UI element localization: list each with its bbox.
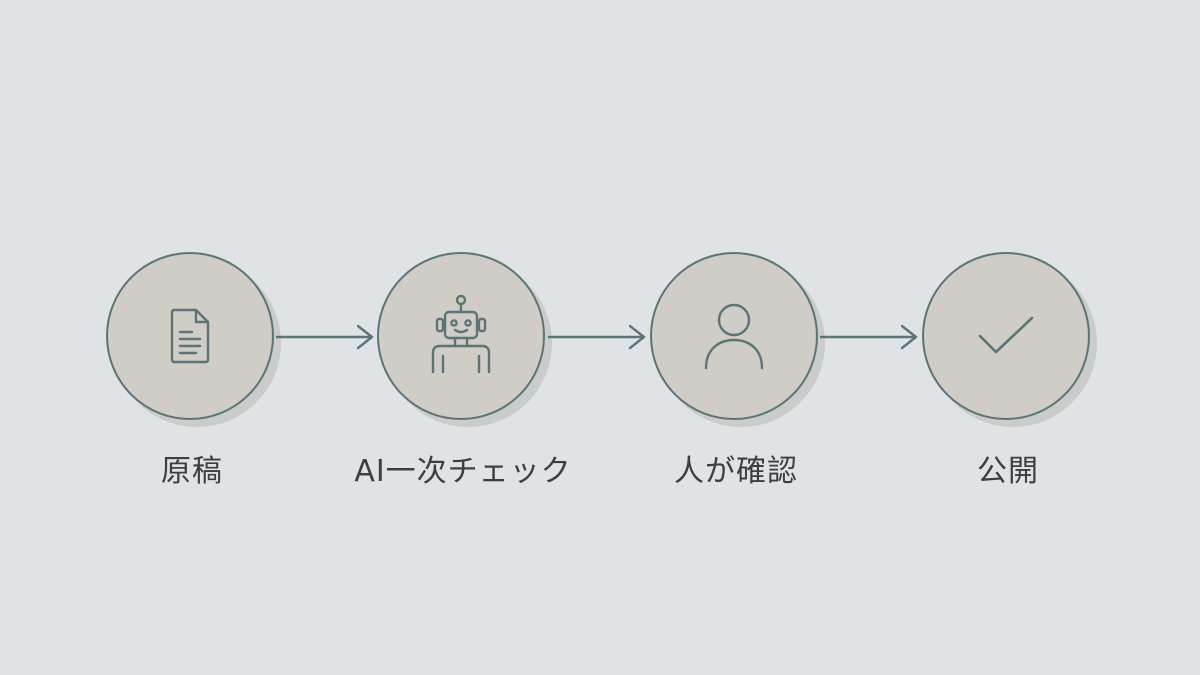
- document-icon: [170, 308, 210, 364]
- step-label-publish: 公開: [977, 454, 1039, 489]
- arrow-right-icon: [548, 324, 646, 350]
- step-label-ai-check: AI一次チェック: [354, 454, 572, 489]
- arrow-3: [820, 321, 920, 353]
- step-label-draft: 原稿: [161, 454, 223, 489]
- arrow-right-icon: [276, 324, 374, 350]
- step-circle: [922, 252, 1090, 420]
- step-label-human-review: 人が確認: [674, 454, 798, 489]
- person-icon: [704, 303, 764, 370]
- checkmark-icon: [978, 316, 1034, 354]
- step-circle: [650, 252, 818, 420]
- arrow-2: [548, 321, 648, 353]
- arrow-right-icon: [820, 324, 918, 350]
- arrow-1: [276, 321, 376, 353]
- step-circle: [106, 252, 274, 420]
- robot-icon: [431, 294, 491, 374]
- step-circle: [377, 252, 545, 420]
